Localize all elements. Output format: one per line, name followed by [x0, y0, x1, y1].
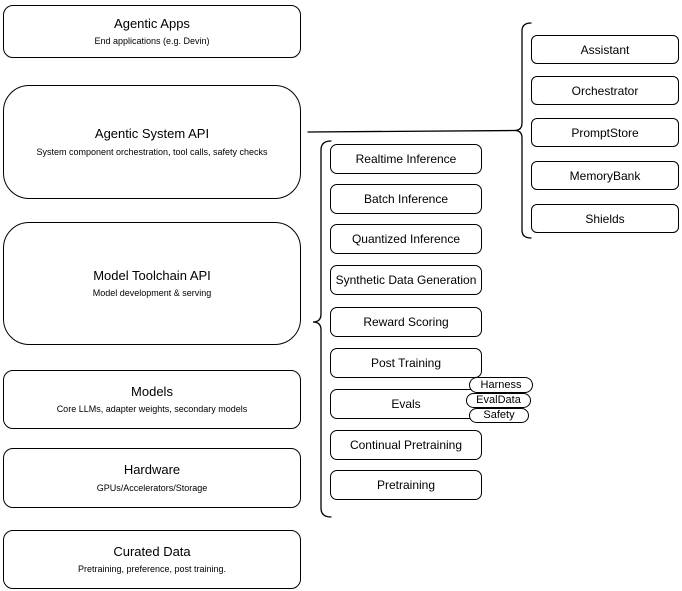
system-api-connector-line — [307, 129, 516, 133]
model-toolchain-api-box: Model Toolchain API Model development & … — [3, 222, 301, 345]
evals-tag-harness: Harness — [469, 377, 533, 393]
box-subtitle: Pretraining, preference, post training. — [77, 564, 227, 575]
toolchain-node-pretraining: Pretraining — [330, 470, 482, 500]
evals-tag-evaldata: EvalData — [466, 393, 531, 408]
toolchain-node-quantized-inference: Quantized Inference — [330, 224, 482, 254]
system-node-orchestrator: Orchestrator — [531, 76, 679, 105]
system-node-memorybank: MemoryBank — [531, 161, 679, 190]
toolchain-node-reward-scoring: Reward Scoring — [330, 307, 482, 337]
models-box: Models Core LLMs, adapter weights, secon… — [3, 370, 301, 429]
box-subtitle: End applications (e.g. Devin) — [94, 36, 210, 47]
box-subtitle: Core LLMs, adapter weights, secondary mo… — [56, 404, 248, 415]
agentic-system-api-box: Agentic System API System component orch… — [3, 85, 301, 199]
hardware-box: Hardware GPUs/Accelerators/Storage — [3, 448, 301, 508]
box-title: Hardware — [123, 462, 181, 478]
toolchain-node-batch-inference: Batch Inference — [330, 184, 482, 214]
toolchain-node-continual-pretraining: Continual Pretraining — [330, 430, 482, 460]
box-title: Agentic System API — [94, 126, 210, 142]
box-title: Agentic Apps — [114, 15, 190, 31]
toolchain-node-post-training: Post Training — [330, 348, 482, 378]
system-node-promptstore: PromptStore — [531, 118, 679, 147]
toolchain-node-evals: Evals — [330, 389, 482, 419]
toolchain-node-synthetic-data-generation: Synthetic Data Generation — [330, 265, 482, 295]
box-title: Curated Data — [113, 543, 191, 559]
box-title: Model Toolchain API — [93, 267, 211, 283]
box-subtitle: GPUs/Accelerators/Storage — [96, 482, 208, 493]
system-node-assistant: Assistant — [531, 35, 679, 64]
toolchain-node-realtime-inference: Realtime Inference — [330, 144, 482, 174]
toolchain-group-brace — [312, 140, 332, 518]
box-title: Models — [131, 383, 173, 399]
evals-tag-safety: Safety — [469, 408, 529, 423]
curated-data-box: Curated Data Pretraining, preference, po… — [3, 530, 301, 589]
system-group-brace — [514, 22, 532, 239]
box-subtitle: Model development & serving — [92, 288, 212, 299]
box-subtitle: System component orchestration, tool cal… — [36, 146, 268, 157]
agentic-apps-box: Agentic Apps End applications (e.g. Devi… — [3, 5, 301, 58]
system-node-shields: Shields — [531, 204, 679, 233]
